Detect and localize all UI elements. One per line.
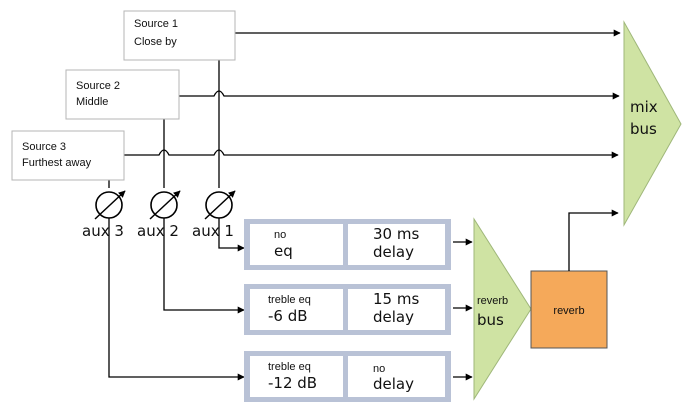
source2-to-mix-line bbox=[179, 90, 620, 100]
delay-label-3a: no bbox=[373, 363, 385, 375]
source-3-box: Source 3 Furthest away bbox=[11, 130, 125, 181]
processing-row-2: treble eq -6 dB 15 ms delay bbox=[244, 284, 451, 335]
eq-box-2 bbox=[250, 289, 343, 330]
delay-label-2b: delay bbox=[373, 308, 414, 326]
reverb-unit-label: reverb bbox=[553, 305, 584, 317]
reverb-bus: reverb bus bbox=[473, 217, 532, 401]
source3-to-mix-line bbox=[124, 149, 619, 159]
source-1-box: Source 1 Close by bbox=[123, 10, 236, 61]
delay-label-1a: 30 ms bbox=[373, 225, 419, 243]
reverb-bus-label-2: bus bbox=[477, 311, 504, 329]
eq-label-2a: treble eq bbox=[268, 294, 311, 306]
reverb-return-line bbox=[568, 209, 619, 271]
source-1-title: Source 1 bbox=[134, 18, 178, 30]
aux2-label: aux 2 bbox=[137, 222, 179, 240]
delay-label-1b: delay bbox=[373, 243, 414, 261]
delay-box-2 bbox=[348, 289, 445, 330]
source-1-subtitle: Close by bbox=[134, 36, 177, 48]
delay-label-2a: 15 ms bbox=[373, 290, 419, 308]
mix-bus-label-2: bus bbox=[630, 120, 657, 138]
aux1-send-line bbox=[218, 218, 245, 252]
eq-label-3b: -12 dB bbox=[268, 374, 317, 392]
processing-row-1: no eq 30 ms delay bbox=[244, 219, 451, 270]
delay-box-1 bbox=[348, 224, 445, 265]
delay-box-3 bbox=[348, 356, 445, 397]
aux3-label: aux 3 bbox=[82, 222, 124, 240]
source-3-subtitle: Furthest away bbox=[22, 157, 92, 169]
eq-box-3 bbox=[250, 356, 343, 397]
aux2-pot-icon bbox=[149, 190, 181, 220]
eq-label-1b: eq bbox=[274, 242, 293, 260]
processing-row-3: treble eq -12 dB no delay bbox=[244, 351, 451, 402]
source-2-title: Source 2 bbox=[76, 80, 120, 92]
aux1-label: aux 1 bbox=[192, 222, 234, 240]
eq-label-1a: no bbox=[274, 229, 286, 241]
aux3-pot-icon bbox=[94, 190, 126, 220]
eq-label-3a: treble eq bbox=[268, 361, 311, 373]
source-3-title: Source 3 bbox=[22, 141, 66, 153]
mix-bus-label-1: mix bbox=[630, 98, 658, 116]
source-2-subtitle: Middle bbox=[76, 96, 108, 108]
reverb-unit: reverb bbox=[530, 270, 608, 349]
source-2-box: Source 2 Middle bbox=[65, 69, 180, 120]
mix-bus: mix bus bbox=[623, 20, 682, 227]
delay-label-3b: delay bbox=[373, 375, 414, 393]
aux2-send-line bbox=[163, 218, 245, 314]
aux1-pot-icon bbox=[204, 190, 236, 220]
eq-label-2b: -6 dB bbox=[268, 307, 308, 325]
reverb-bus-label-1: reverb bbox=[477, 295, 508, 307]
eq-box-1 bbox=[250, 224, 343, 265]
aux3-send-line bbox=[108, 218, 245, 381]
